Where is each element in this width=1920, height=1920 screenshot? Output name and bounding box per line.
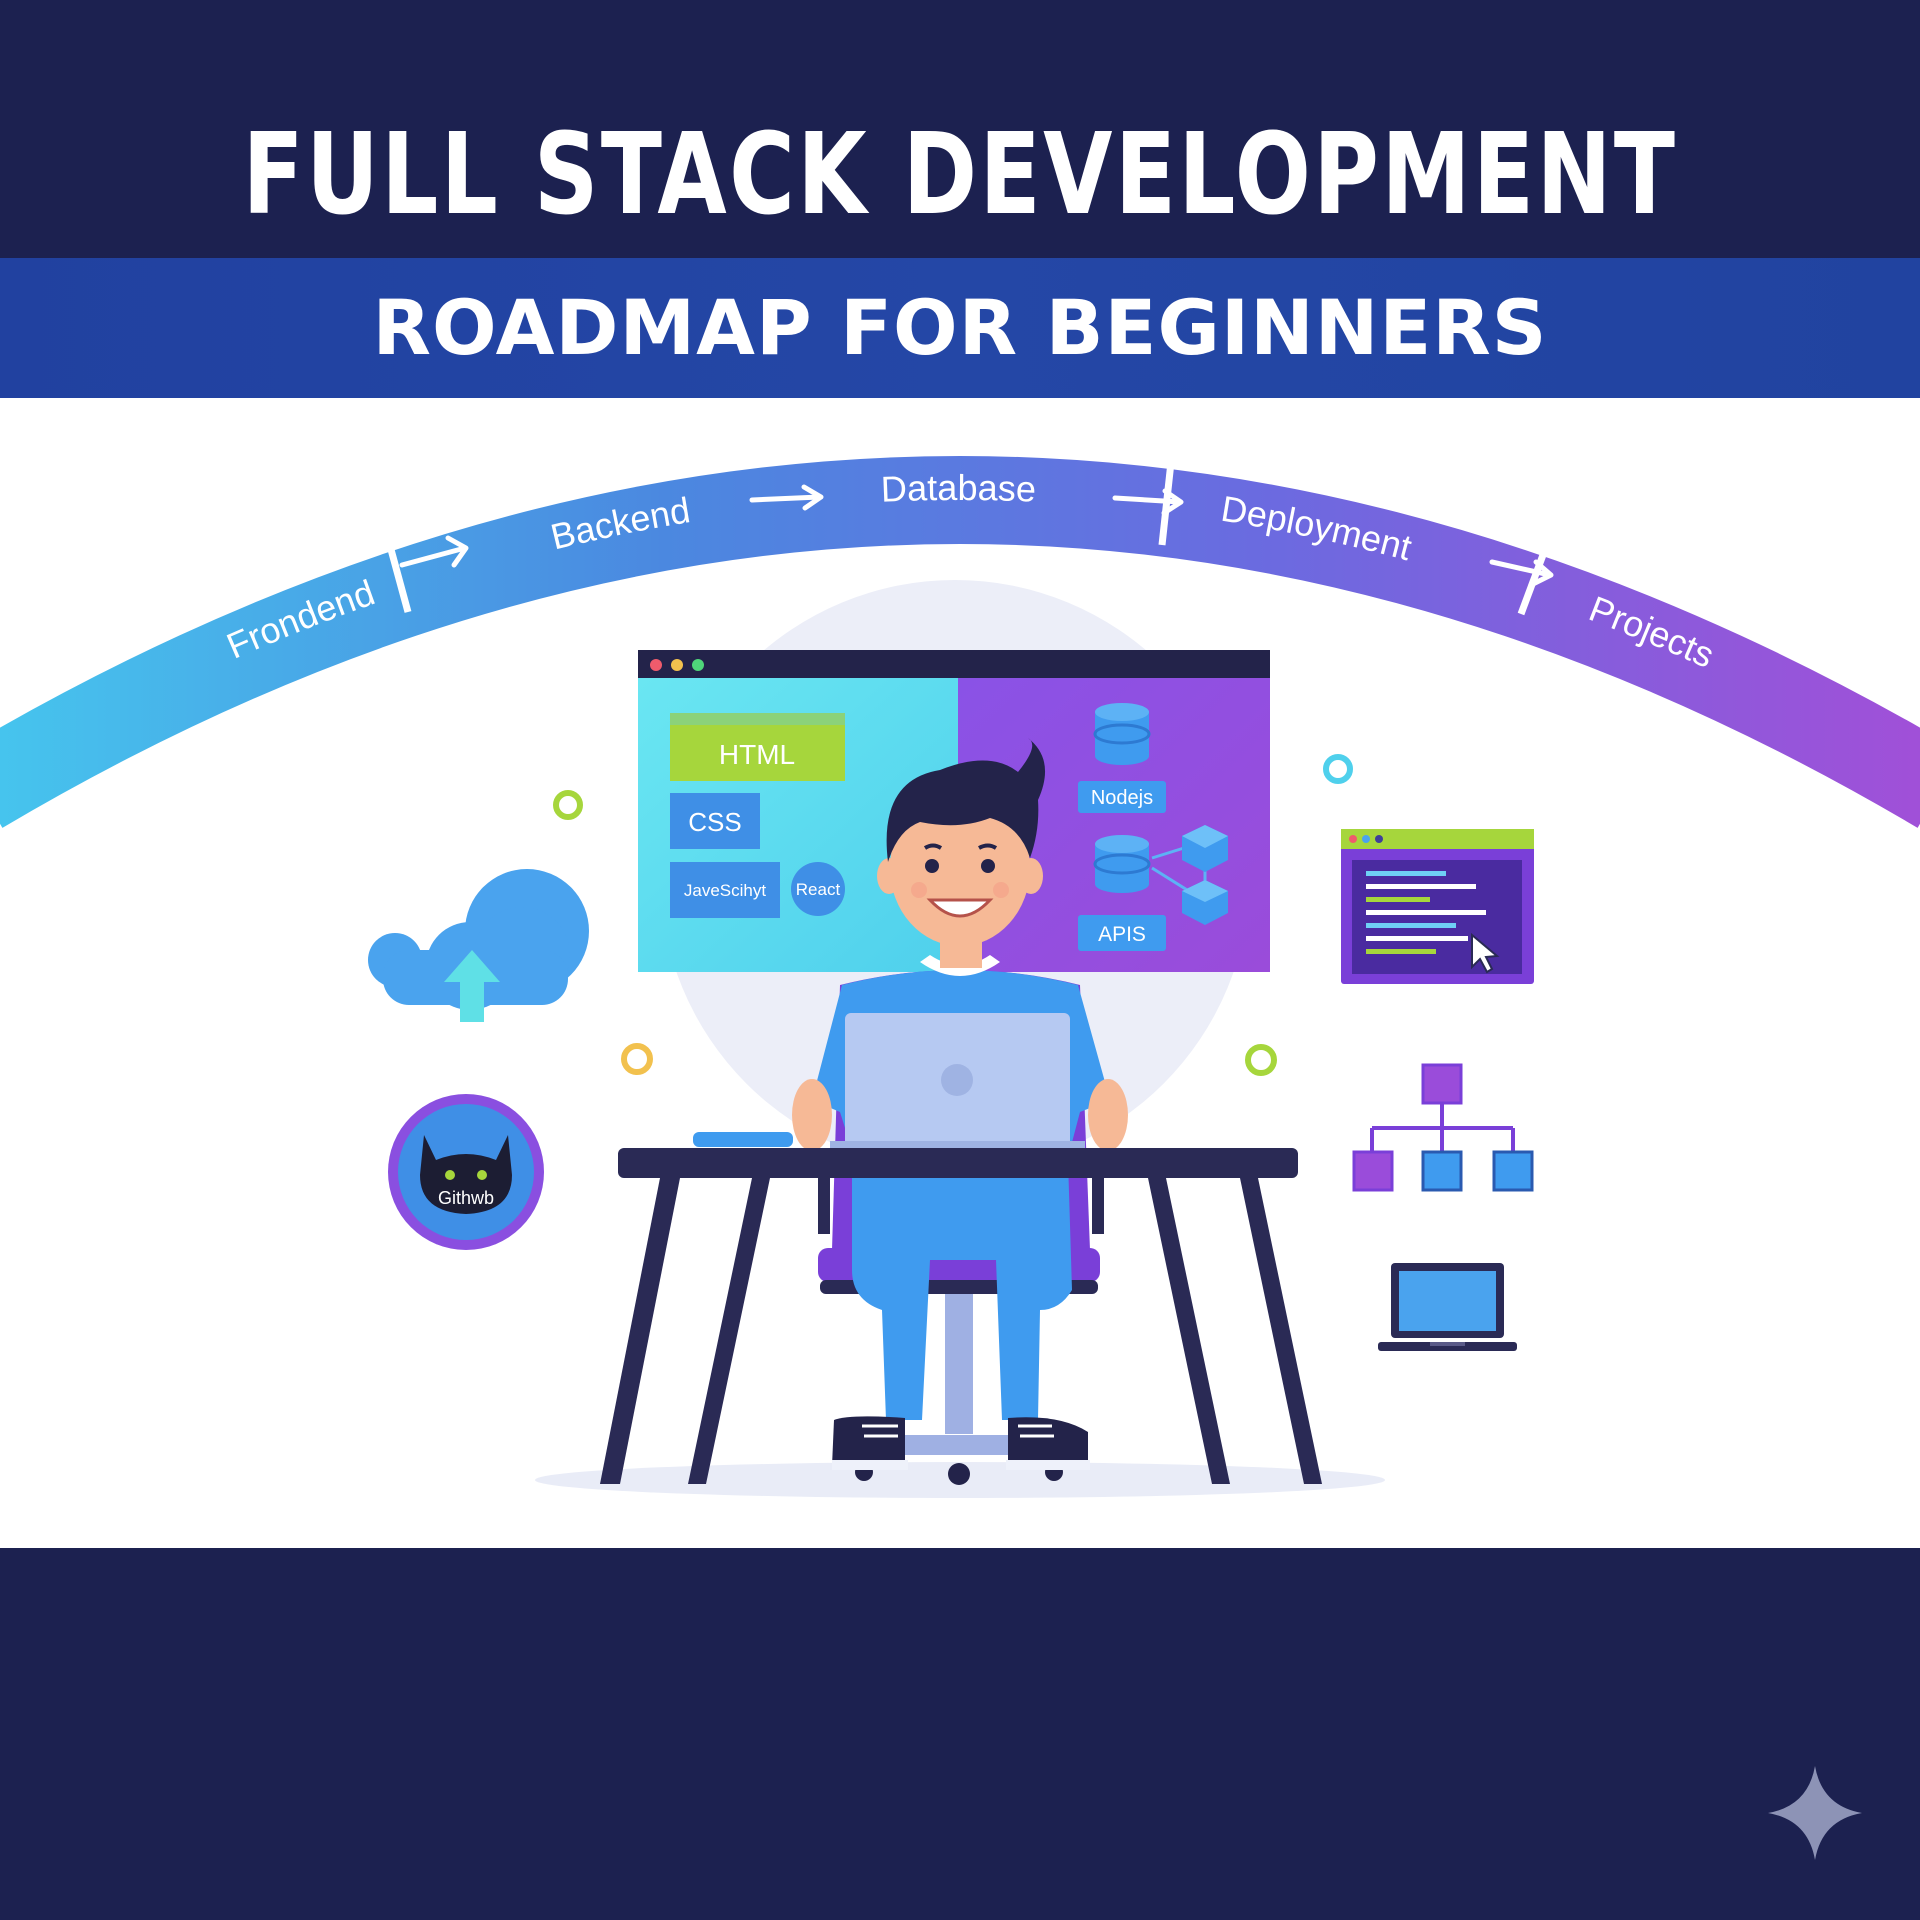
window-dot-icon [671, 659, 683, 671]
database-icon [1093, 703, 1151, 765]
ring-decoration [1323, 754, 1353, 784]
illustration-scene: Frondend Backend Database Deployment Pro… [0, 398, 1920, 1548]
laptop-computer [830, 1013, 1085, 1151]
cloud-upload-icon [368, 869, 589, 1022]
footer-band [0, 1548, 1920, 1920]
hair [886, 738, 1046, 862]
css-label: CSS [688, 807, 741, 837]
logo-icon [941, 1064, 973, 1096]
github-label: Githwb [438, 1188, 494, 1208]
subtitle-band: ROADMAP FOR BEGINNERS [0, 258, 1920, 398]
page-subtitle: ROADMAP FOR BEGINNERS [372, 283, 1548, 372]
phone-icon [693, 1132, 793, 1147]
nodejs-tile [1078, 781, 1166, 813]
cube-network-icon [1151, 825, 1228, 925]
ring-decoration [553, 790, 583, 820]
sitemap-icon [1352, 1063, 1534, 1192]
page-title: FULL STACK DEVELOPMENT [242, 110, 1678, 240]
scene-svg: Frondend Backend Database Deployment Pro… [0, 452, 1920, 1498]
nodejs-label: Nodejs [1091, 787, 1153, 809]
javascript-label: JaveScihyt [684, 881, 766, 900]
ring-decoration [1245, 1044, 1277, 1076]
github-cat-icon: Githwb [388, 1094, 544, 1250]
arc-divider [379, 519, 412, 613]
database-icon [1093, 835, 1151, 893]
apis-tile [1078, 915, 1166, 951]
window-dot-icon [692, 659, 704, 671]
javascript-tile [670, 862, 780, 918]
person-legs [832, 1160, 1090, 1470]
html-tile [670, 725, 845, 781]
roadmap-step-database: Database [880, 467, 1037, 510]
apis-label: APIS [1098, 923, 1146, 946]
arrow-icon [749, 484, 824, 511]
css-tile [670, 793, 760, 849]
title-band: FULL STACK DEVELOPMENT [0, 0, 1920, 258]
window-dot-icon [650, 659, 662, 671]
ring-decoration [621, 1043, 653, 1075]
laptop-icon [1378, 1263, 1517, 1351]
react-label: React [796, 880, 841, 899]
arrow-icon [1112, 488, 1184, 516]
roadmap-arc: Frondend Backend Database Deployment Pro… [0, 452, 1920, 828]
code-window-icon [1341, 829, 1534, 984]
sparkle-icon [1768, 1766, 1862, 1860]
arrow-icon [1489, 559, 1554, 587]
cursor-icon [1471, 932, 1500, 974]
desk [600, 1132, 1322, 1484]
html-label: HTML [719, 739, 795, 770]
react-badge [791, 862, 845, 916]
arrow-icon [399, 535, 469, 568]
